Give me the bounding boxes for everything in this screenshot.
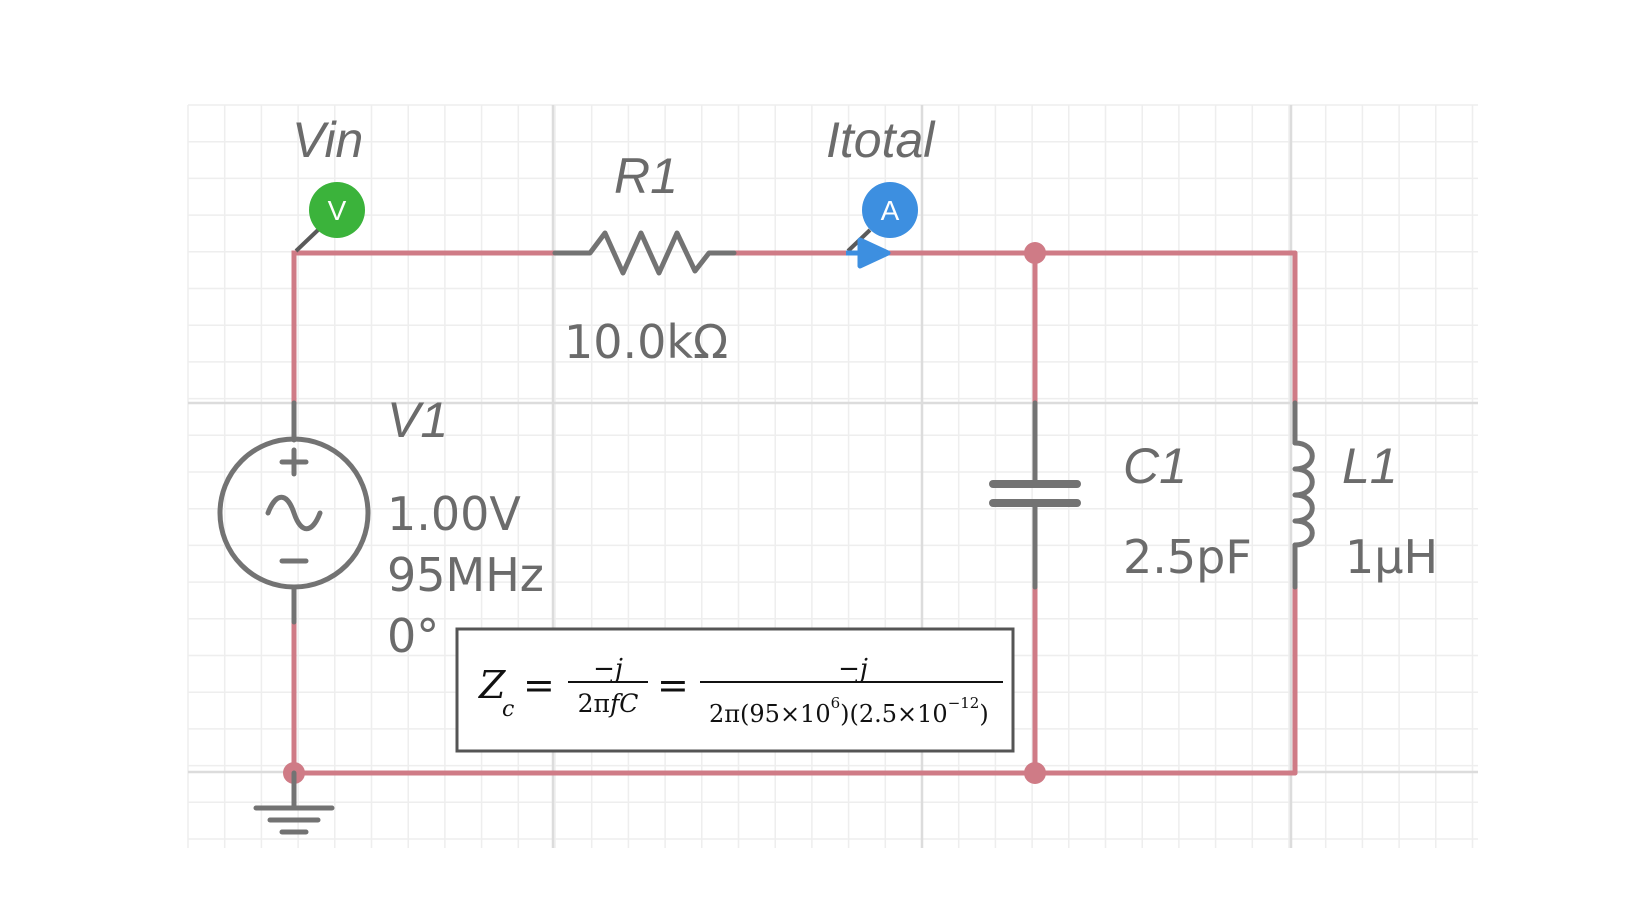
junction-top — [1024, 242, 1046, 264]
source-polarity — [279, 447, 309, 564]
inductor-name: L1 — [1342, 438, 1398, 494]
impedance-equation: Z c = −j 2πfC = −j 2π(95×106)(2.5×10−12) — [455, 627, 1015, 753]
current-probe-icon — [862, 182, 918, 238]
equation-box — [455, 627, 1015, 753]
source-frequency: 95MHz — [387, 548, 544, 602]
fraction2-numerator: −j — [838, 654, 868, 684]
equation-lhs-subscript: c — [502, 697, 514, 722]
resistor-symbol — [552, 230, 737, 276]
fraction1-denominator: 2πfC — [578, 689, 639, 718]
voltage-probe[interactable]: V — [294, 182, 365, 253]
source-name: V1 — [387, 392, 448, 448]
fraction2-exp2: −12 — [948, 694, 980, 712]
fraction2-den-a: 2π(95×10 — [709, 700, 831, 728]
current-probe-label: Itotal — [826, 112, 936, 168]
voltage-probe-label: Vin — [292, 112, 363, 168]
equals-sign-1: = — [523, 663, 555, 707]
components — [217, 230, 1315, 835]
capacitor-name: C1 — [1123, 438, 1187, 494]
equals-sign-2: = — [657, 663, 689, 707]
resistor-value: 10.0kΩ — [564, 315, 728, 369]
equation-lhs: Z — [478, 663, 506, 707]
fraction2-exp1: 6 — [831, 694, 841, 712]
wires — [291, 250, 1298, 776]
voltage-probe-symbol: V — [328, 195, 347, 226]
voltage-probe-lead — [294, 228, 320, 253]
source-phase: 0° — [387, 609, 439, 663]
fraction2-den-c: ) — [979, 700, 988, 728]
inductor-symbol — [1292, 440, 1315, 548]
fraction2-den-b: )(2.5×10 — [840, 700, 948, 728]
source-amplitude: 1.00V — [387, 487, 521, 541]
junction-bottom-right — [1024, 762, 1046, 784]
fraction1-den-a: 2π — [578, 689, 610, 718]
inductor-value: 1μH — [1345, 530, 1438, 584]
wire-top-left — [291, 250, 558, 406]
current-probe[interactable]: A — [846, 182, 918, 269]
fraction1-numerator: −j — [593, 654, 623, 684]
resistor-name: R1 — [614, 148, 678, 204]
voltage-probe-icon — [309, 182, 365, 238]
capacitor-value: 2.5pF — [1123, 530, 1252, 584]
fraction2-denominator: 2π(95×106)(2.5×10−12) — [709, 694, 989, 728]
current-arrow-icon — [846, 237, 891, 269]
fraction1-den-b: fC — [608, 689, 638, 718]
sine-icon — [265, 494, 323, 532]
current-probe-symbol: A — [881, 195, 900, 226]
